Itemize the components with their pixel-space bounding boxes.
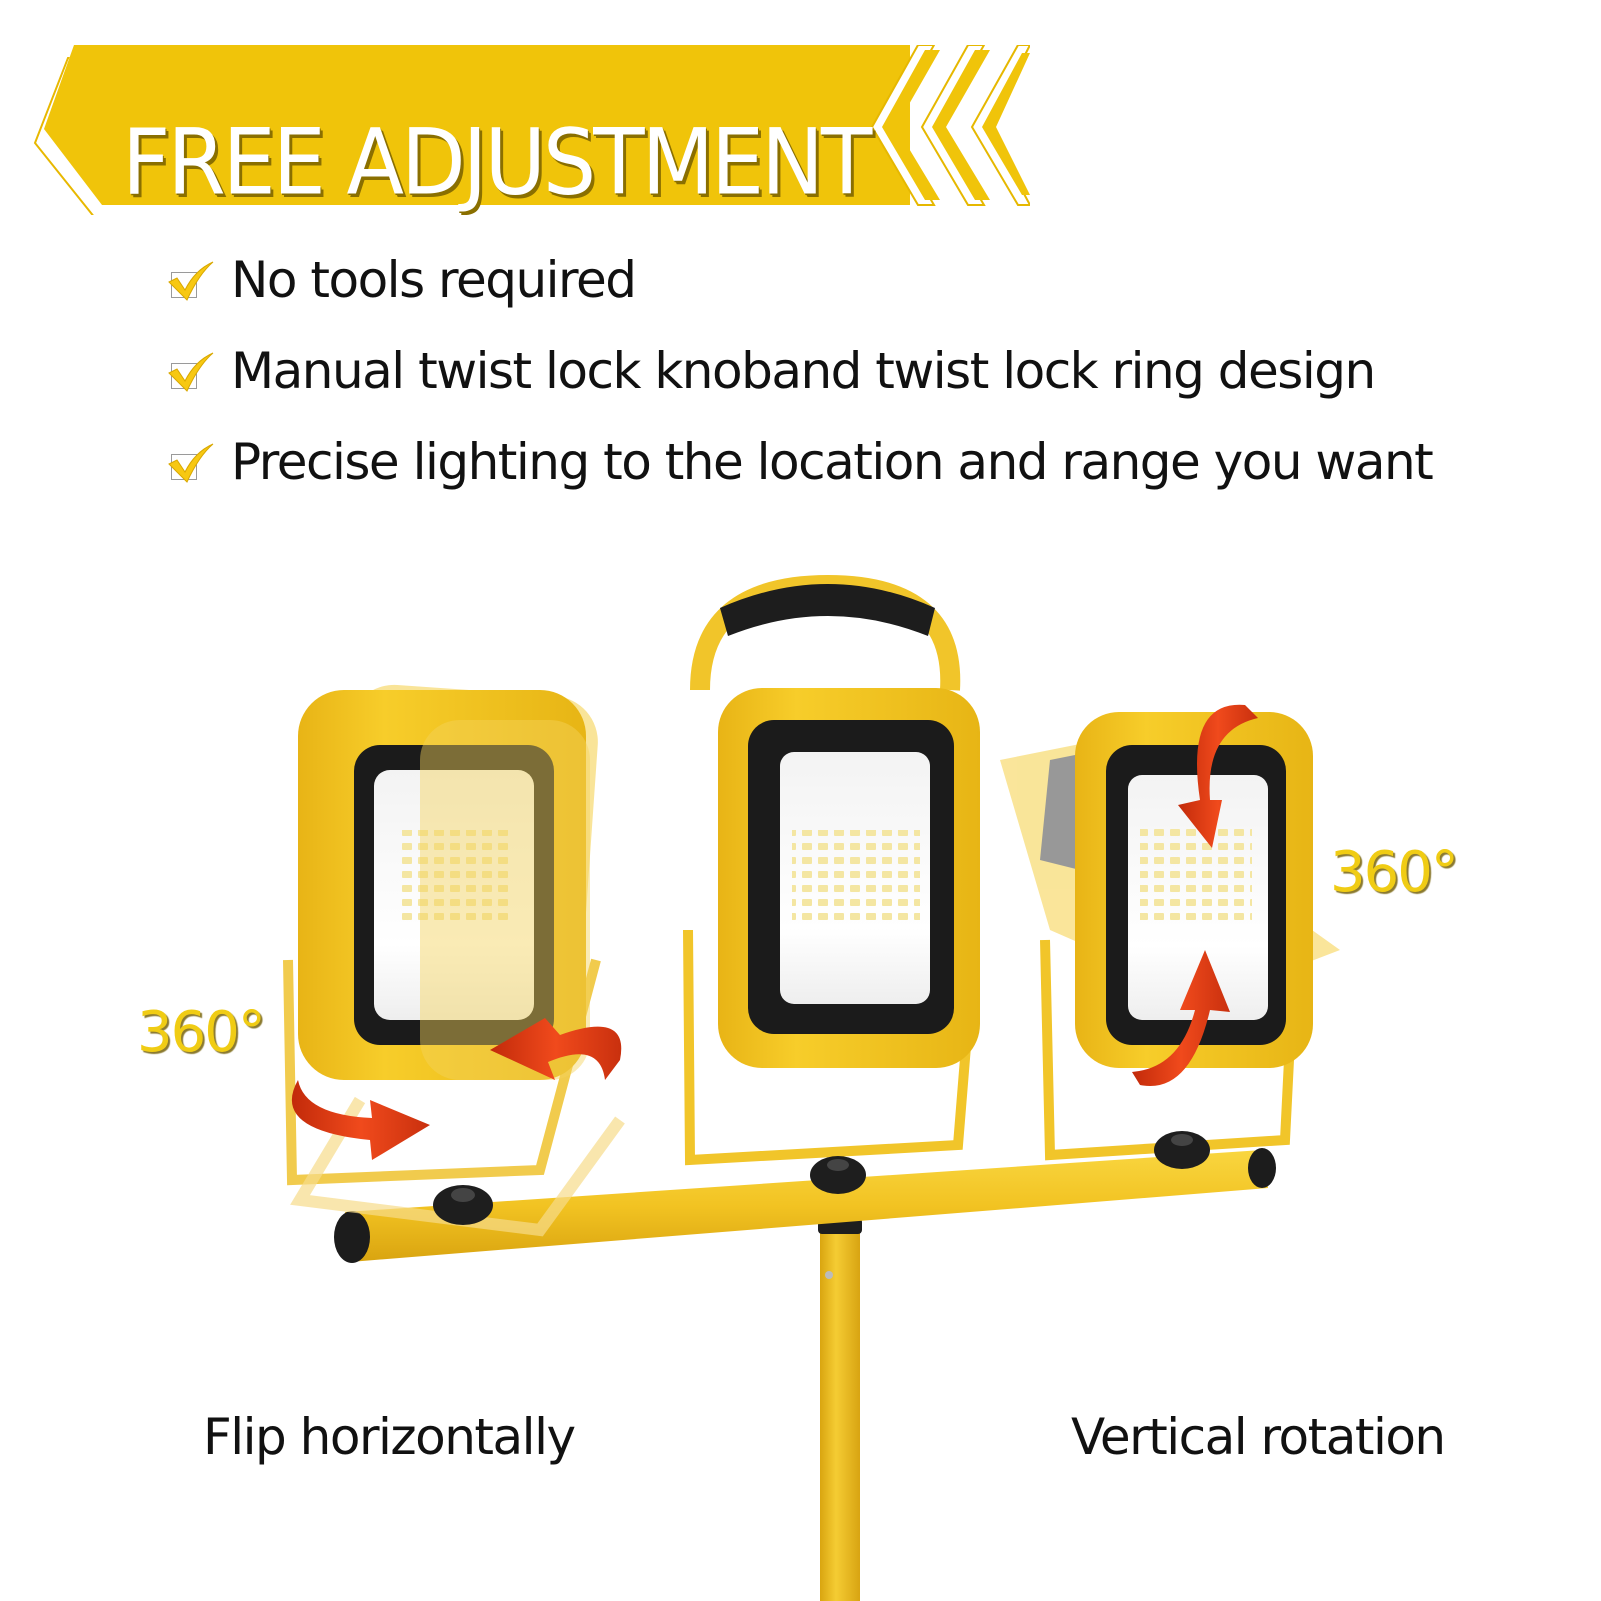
twist-lock-knob-left: [433, 1185, 493, 1225]
checkbox-check-icon: [165, 440, 215, 484]
checkbox-check-icon: [165, 258, 215, 302]
right-angle-label: 360°: [1330, 840, 1459, 905]
title-banner: FREE ADJUSTMENT: [30, 45, 1030, 216]
feature-item: Precise lighting to the location and ran…: [165, 427, 1434, 497]
vertical-rotation-caption: Vertical rotation: [1071, 1408, 1446, 1466]
twist-lock-knob-center: [810, 1156, 866, 1194]
stand-pole: [820, 1220, 860, 1601]
feature-item: Manual twist lock knoband twist lock rin…: [165, 336, 1376, 406]
banner-title: FREE ADJUSTMENT: [122, 109, 872, 216]
feature-item: No tools required: [165, 245, 637, 315]
crossbar: [334, 1148, 1276, 1263]
left-angle-label: 360°: [137, 1000, 266, 1065]
feature-text: No tools required: [231, 251, 637, 309]
checkbox-check-icon: [165, 349, 215, 393]
banner-arrow-shape: [33, 45, 1030, 215]
chevron-icons: [870, 45, 1030, 206]
flip-horizontally-caption: Flip horizontally: [203, 1408, 576, 1466]
left-bracket-ghost: [290, 1096, 625, 1237]
center-light-head: [718, 688, 980, 1068]
right-light-head: [1075, 712, 1313, 1068]
flip-arrow-icon: [291, 1018, 622, 1160]
feature-text: Manual twist lock knoband twist lock rin…: [231, 342, 1376, 400]
left-light-head: [298, 690, 590, 1080]
twist-lock-knob-right: [1154, 1131, 1210, 1169]
feature-text: Precise lighting to the location and ran…: [231, 433, 1434, 491]
rotate-arrow-icon: [1132, 704, 1258, 1087]
carry-handle: [690, 574, 961, 691]
